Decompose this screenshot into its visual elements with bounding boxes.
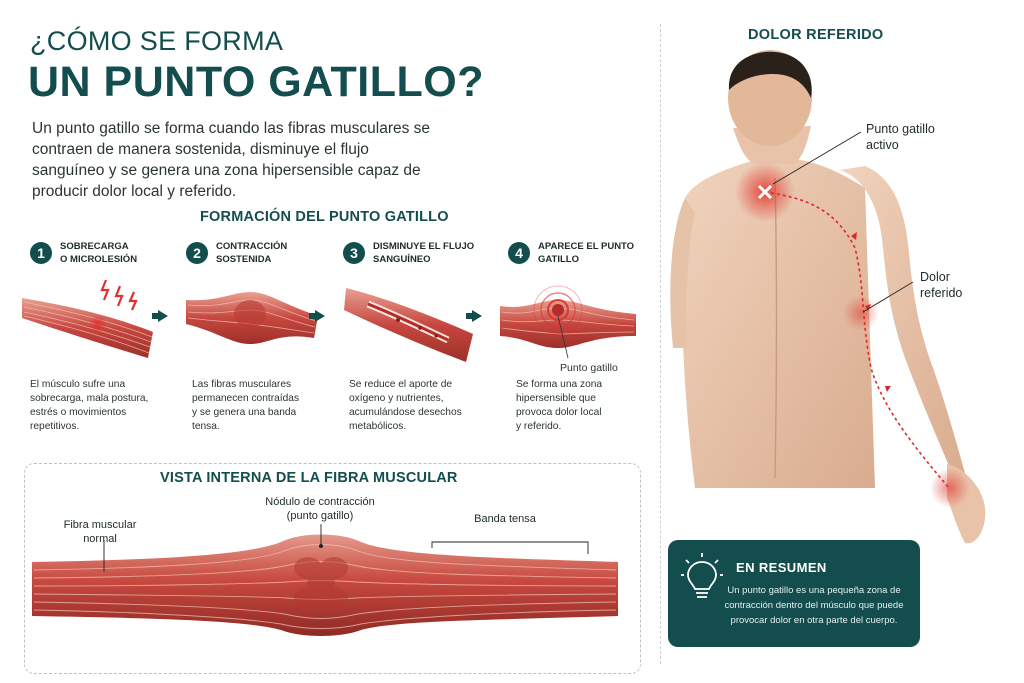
step-2-header: 2 CONTRACCIÓN SOSTENIDA	[186, 240, 287, 266]
step-1-label-line1: SOBRECARGA	[60, 241, 129, 252]
referred-pain-label-line: Dolor	[920, 270, 950, 284]
active-trigger-point-label-line: activo	[866, 138, 899, 152]
step-4-muscle-image	[500, 285, 636, 359]
step-3-desc-line: Se reduce el aporte de	[349, 379, 453, 390]
summary-title: EN RESUMEN	[736, 560, 827, 575]
step-2-desc-line: tensa.	[192, 421, 220, 432]
step-2-label-line2: SOSTENIDA	[216, 254, 272, 265]
step-1-description: El músculo sufre una sobrecarga, mala po…	[30, 378, 170, 434]
intro-paragraph: Un punto gatillo se forma cuando las fib…	[32, 120, 431, 200]
internal-view-panel	[24, 463, 641, 674]
step-4-label-line2: GATILLO	[538, 254, 579, 265]
referred-pain-title: DOLOR REFERIDO	[748, 27, 884, 43]
page-title-line1: ¿CÓMO SE FORMA	[30, 26, 284, 56]
normal-fiber-label-line: normal	[83, 533, 117, 545]
step-1-desc-line: repetitivos.	[30, 421, 80, 432]
section-divider	[660, 24, 661, 664]
step-1-desc-line: sobrecarga, mala postura,	[30, 393, 149, 404]
step-2-label-line1: CONTRACCIÓN	[216, 241, 288, 252]
arrow-1-2-icon	[152, 310, 168, 322]
internal-view-title: VISTA INTERNA DE LA FIBRA MUSCULAR	[160, 470, 458, 486]
lightning-icon	[100, 279, 138, 311]
step-1-desc-line: El músculo sufre una	[30, 379, 126, 390]
formation-section-title: FORMACIÓN DEL PUNTO GATILLO	[200, 209, 449, 225]
step-3-desc-line: acumulándose desechos	[349, 407, 462, 418]
step-2-desc-line: Las fibras musculares	[192, 379, 292, 390]
summary-card	[668, 540, 920, 647]
step-4-trigger-point-label: Punto gatillo	[560, 362, 618, 374]
step-4-desc-line: Se forma una zona	[516, 379, 603, 390]
normal-fiber-label: Fibra muscular normal	[50, 518, 150, 546]
step-3-description: Se reduce el aporte de oxígeno y nutrien…	[349, 378, 489, 434]
step-1-number: 1	[30, 242, 52, 264]
step-3-number: 3	[343, 242, 365, 264]
step-2-desc-line: permanecen contraídas	[192, 393, 300, 404]
step-4-header: 4 APARECE EL PUNTO GATILLO	[508, 240, 634, 266]
human-back-illustration	[670, 50, 986, 544]
trigger-point-rings-icon	[533, 285, 583, 335]
active-trigger-point-icon	[757, 184, 773, 200]
step-1-desc-line: estrés o movimientos	[30, 407, 127, 418]
step-3-desc-line: metabólicos.	[349, 421, 407, 432]
step-2-number: 2	[186, 242, 208, 264]
step-1-header: 1 SOBRECARGA O MICROLESIÓN	[30, 240, 137, 266]
formation-illustrations	[22, 279, 636, 362]
step-4-desc-line: hipersensible que	[516, 393, 596, 404]
active-trigger-point-label-line: Punto gatillo	[866, 122, 935, 136]
lightbulb-icon	[681, 553, 723, 598]
taut-band-label: Banda tensa	[474, 513, 536, 525]
step-2-desc-line: y se genera una banda	[192, 407, 297, 418]
page-title-line2: UN PUNTO GATILLO?	[28, 58, 484, 106]
step-3-label-line2: SANGUÍNEO	[373, 254, 431, 265]
step-3-muscle-image	[344, 288, 473, 362]
step-3-desc-line: oxígeno y nutrientes,	[349, 393, 444, 404]
nodule-label: Nódulo de contracción (punto gatillo)	[250, 495, 390, 523]
arrow-3-4-icon	[466, 310, 482, 322]
arrow-2-3-icon	[309, 310, 325, 322]
step-2-muscle-image	[186, 292, 318, 344]
step-2-description: Las fibras musculares permanecen contraí…	[192, 378, 332, 434]
normal-fiber-label-line: Fibra muscular	[63, 519, 137, 531]
step-1-muscle-image	[22, 279, 153, 358]
nodule-label-line: Nódulo de contracción	[265, 496, 375, 508]
muscle-fiber-illustration	[32, 524, 618, 636]
referred-pain-label: Dolor referido	[920, 269, 962, 301]
step-3-header: 3 DISMINUYE EL FLUJO SANGUÍNEO	[343, 240, 474, 266]
nodule-label-line: (punto gatillo)	[286, 510, 354, 522]
active-trigger-point-label: Punto gatillo activo	[866, 121, 935, 153]
step-4-desc-line: provoca dolor local	[516, 407, 602, 418]
step-4-label-line1: APARECE EL PUNTO	[538, 241, 635, 252]
step-1-label-line2: O MICROLESIÓN	[60, 254, 138, 265]
step-4-number: 4	[508, 242, 530, 264]
referred-pain-label-line: referido	[920, 286, 963, 300]
summary-text: Un punto gatillo es una pequeña zona de …	[724, 585, 904, 626]
step-3-label-line1: DISMINUYE EL FLUJO	[373, 241, 475, 252]
step-4-desc-line: y referido.	[516, 421, 562, 432]
step-4-description: Se forma una zona hipersensible que prov…	[516, 378, 646, 434]
